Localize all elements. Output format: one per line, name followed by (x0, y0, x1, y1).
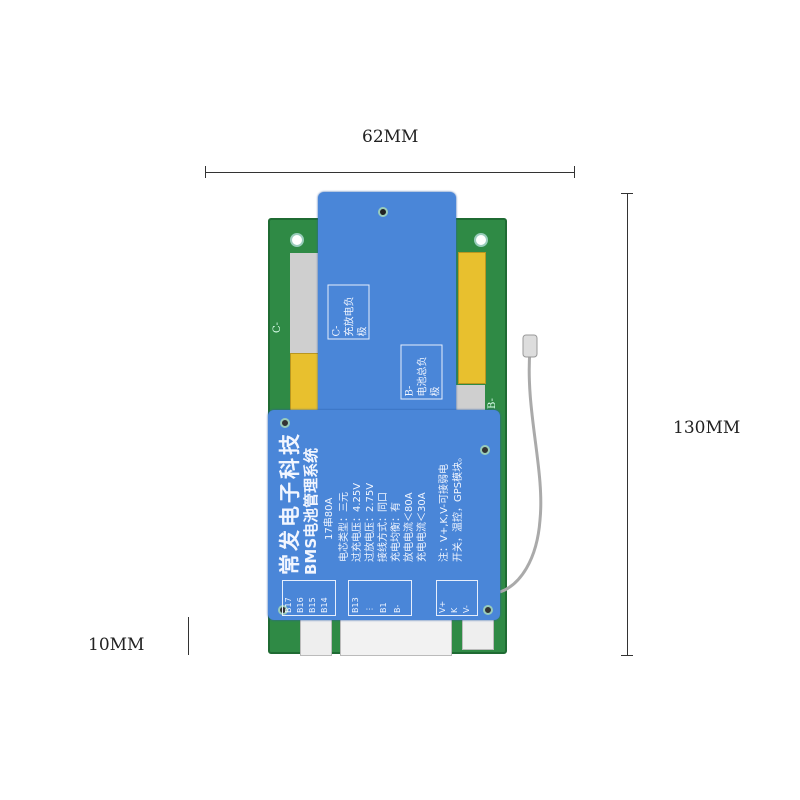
spec-overcharge: 过充电压：4.25V (352, 482, 363, 562)
screw-hole (280, 418, 290, 428)
width-tick-right (574, 166, 575, 178)
height-tick-bottom (621, 655, 633, 656)
spec-wiring: 接线方式：同口 (378, 492, 389, 562)
thickness-dimension-label: 10MM (88, 635, 145, 655)
label-c-code: C- (331, 325, 343, 337)
pin-label: B14 (320, 597, 329, 613)
connector-label-b13-b-: B13 ⋮ B1 B- (348, 580, 412, 616)
spec-overdischarge: 过放电压：2.75V (365, 482, 376, 562)
height-dimension-label: 130MM (673, 418, 741, 438)
copper-bar-c (290, 353, 322, 413)
pin-label: B16 (296, 597, 305, 613)
product-name: BMS电池管理系统 (302, 447, 320, 575)
label-c-text: 充放电负极 (344, 296, 369, 337)
spec-balance: 充电均衡：有 (391, 502, 402, 562)
connector-small (300, 618, 332, 656)
width-tick-left (205, 166, 206, 178)
thickness-dimension-line (188, 617, 189, 655)
pin-label: V+ (438, 600, 447, 613)
spec-cell-type: 电芯类型：三元 (339, 492, 350, 562)
screw-hole (278, 605, 288, 615)
notes: 注：V+,K,V-可接弱电 开关，温控，GPS模块。 (438, 452, 466, 562)
temperature-sensor-wire (499, 334, 543, 594)
pin-label: K (450, 607, 459, 613)
label-b-code: B- (404, 385, 416, 397)
height-tick-top (621, 193, 633, 194)
width-dimension-line (205, 172, 575, 173)
solder-pad-c (290, 253, 320, 353)
pin-label: B- (393, 604, 402, 613)
mount-hole (290, 233, 304, 247)
spec-label: 常发电子科技 BMS电池管理系统 17串80A 电芯类型：三元 过充电压：4.2… (268, 410, 500, 620)
label-c-minus: C- 充放电负极 (327, 284, 370, 340)
pin-label: ⋮ (365, 605, 374, 613)
width-dimension-label: 62MM (362, 127, 419, 147)
screw-hole (378, 207, 388, 217)
pin-label: B17 (284, 597, 293, 613)
label-b-text: 电池总负极 (417, 356, 442, 397)
connector-main (340, 618, 452, 656)
spec-charge-current: 充电电流＜30A (417, 492, 428, 562)
note-line: 开关，温控，GPS模块。 (453, 451, 464, 562)
note-line: 注：V+,K,V-可接弱电 (439, 464, 450, 562)
upper-insulation-cover (318, 192, 456, 442)
spec-discharge-current: 放电电流＜80A (404, 492, 415, 562)
copper-bar-b (458, 252, 486, 384)
connector-signal (462, 618, 494, 650)
spec-model: 17串80A (324, 497, 335, 540)
pin-label: V- (462, 605, 471, 613)
connector-label-b17-b14: B17 B16 B15 B14 (282, 580, 336, 616)
pin-label: B1 (379, 602, 388, 613)
spec-list: 电芯类型：三元 过充电压：4.25V 过放电压：2.75V 接线方式：同口 充电… (338, 483, 429, 562)
connector-label-v-k: V+ K V- (436, 580, 478, 616)
side-label-c: C- (272, 321, 284, 334)
screw-hole (483, 605, 493, 615)
screw-hole (480, 445, 490, 455)
mount-hole (474, 233, 488, 247)
pin-label: B15 (308, 597, 317, 613)
label-b-minus: B- 电池总负极 (400, 344, 443, 400)
pin-label: B13 (351, 597, 360, 613)
height-dimension-line (627, 193, 628, 655)
lower-insulation-cover (268, 410, 500, 620)
